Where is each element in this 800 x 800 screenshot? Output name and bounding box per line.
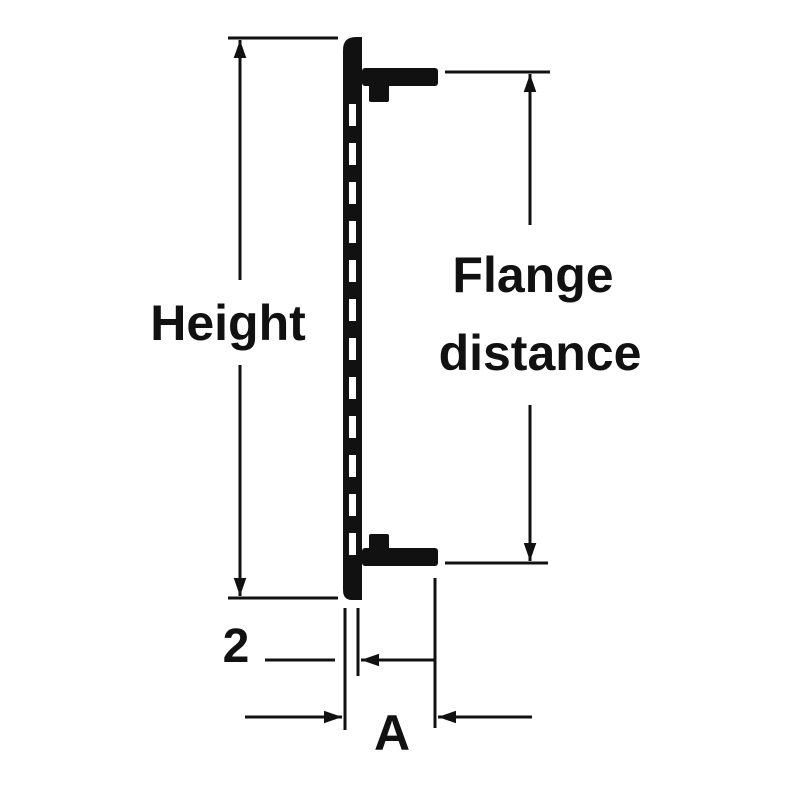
rail-slot xyxy=(349,533,356,555)
rail-slot xyxy=(349,494,356,516)
rail-slot xyxy=(349,455,356,477)
top-flange xyxy=(362,68,438,86)
rail-slot xyxy=(349,260,356,282)
height-label: Height xyxy=(150,295,306,351)
a-label: A xyxy=(374,705,410,761)
rail-slots xyxy=(349,104,356,555)
rail-slot xyxy=(349,221,356,243)
rail-slot xyxy=(349,338,356,360)
bottom-dimensions: 2 A xyxy=(223,578,532,761)
flange-distance-dimension: Flange distance xyxy=(439,70,642,565)
rail-profile xyxy=(343,37,438,600)
top-flange-tab xyxy=(369,84,389,102)
rail-slot xyxy=(349,143,356,165)
rail-slot xyxy=(349,182,356,204)
rail-slot xyxy=(349,377,356,399)
height-dimension: Height xyxy=(150,36,338,600)
flange-label-line2: distance xyxy=(439,325,642,381)
bottom-flange xyxy=(362,548,438,566)
rail-slot xyxy=(349,299,356,321)
thickness-label: 2 xyxy=(223,620,250,673)
rail-slot xyxy=(349,416,356,438)
bottom-flange-tab xyxy=(369,534,389,550)
rail-slot xyxy=(349,104,356,126)
flange-label-line1: Flange xyxy=(452,247,613,303)
